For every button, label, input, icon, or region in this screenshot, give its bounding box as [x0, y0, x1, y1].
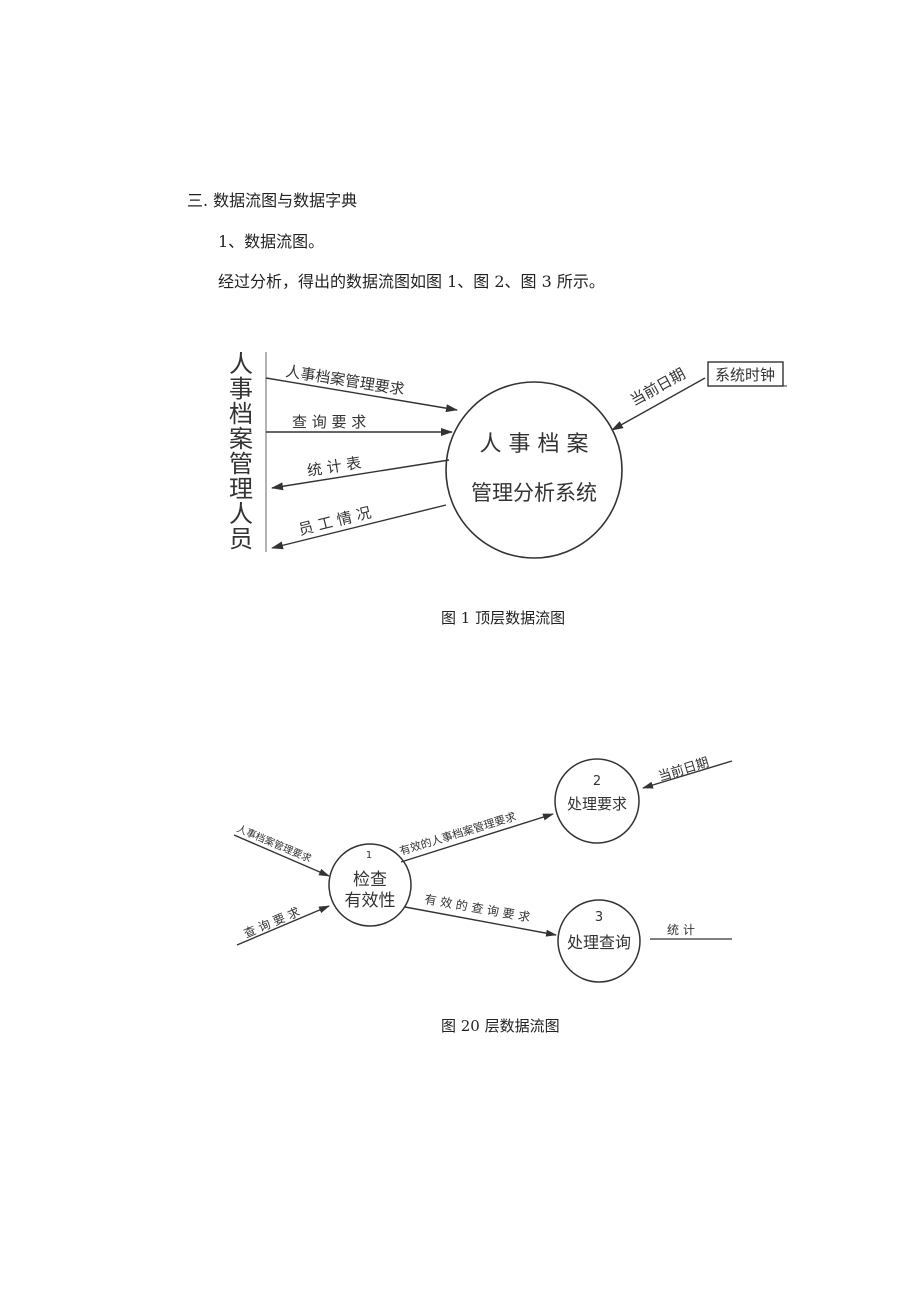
- entity-char: 事: [229, 375, 253, 403]
- flow-valid-query-arrow: [404, 906, 557, 937]
- figure-1-caption: 图 1 顶层数据流图: [441, 609, 566, 627]
- flow-request-label: 人事档案管理要求: [284, 362, 405, 399]
- entity-char: 管: [229, 450, 253, 478]
- entity-char: 案: [229, 425, 253, 453]
- process-1-label-line1: 检查: [353, 870, 387, 890]
- process-2-handle-request: [554, 758, 640, 844]
- flow-date-arrow-2: [642, 760, 733, 789]
- entity-char: 人: [229, 500, 253, 528]
- figure-2-diagram: 人事档案管理要求 查 询 要 求 1 检查 有效性 有效的人事档案管理要求 2 …: [233, 754, 733, 983]
- flow-date-label-2: 当前日期: [656, 754, 710, 785]
- process-1-check-validity: [328, 843, 412, 927]
- flow-date-label: 当前日期: [627, 365, 688, 410]
- entity-char: 理: [229, 475, 253, 503]
- process-3-number: 3: [595, 910, 603, 925]
- figure-2-caption: 图 20 层数据流图: [441, 1017, 560, 1035]
- intro-paragraph: 经过分析，得出的数据流图如图 1、图 2、图 3 所示。: [218, 272, 605, 291]
- section-heading: 三. 数据流图与数据字典: [187, 191, 358, 210]
- flow-in-request-label: 人事档案管理要求: [235, 822, 314, 865]
- process-1-label-line2: 有效性: [345, 891, 396, 911]
- entity-char: 员: [229, 525, 253, 553]
- process-2-number: 2: [593, 774, 601, 789]
- flow-in-query-label: 查 询 要 求: [242, 905, 302, 941]
- flow-stats-label-2: 统 计: [667, 923, 695, 937]
- entity-char: 档: [229, 400, 253, 428]
- clock-label: 系统时钟: [715, 366, 775, 384]
- figure-1-diagram: 人 事 档 案 管 理 人 员 人事档案管理要求 查 询 要 求 统 计 表 员…: [229, 350, 787, 559]
- flow-stats-label: 统 计 表: [306, 454, 363, 480]
- subheading: 1、数据流图。: [218, 232, 325, 251]
- flow-stats-arrow: [271, 459, 450, 491]
- flow-valid-request-arrow: [400, 813, 554, 863]
- flow-in-query-arrow: [236, 905, 330, 946]
- process-3-label: 处理查询: [567, 933, 631, 952]
- flow-staff-arrow: [271, 504, 447, 550]
- process-label-line1: 人 事 档 案: [480, 432, 589, 457]
- process-personnel-system: [445, 381, 623, 559]
- flow-date-arrow: [611, 377, 706, 431]
- flow-query-label: 查 询 要 求: [292, 413, 366, 431]
- entity-char: 人: [229, 350, 253, 378]
- process-label-line2: 管理分析系统: [471, 481, 597, 505]
- entity-personnel-manager: 人 事 档 案 管 理 人 员: [229, 350, 253, 553]
- process-2-label: 处理要求: [567, 795, 627, 813]
- flow-in-request-arrow: [233, 834, 330, 877]
- flow-staff-label: 员 工 情 况: [297, 503, 373, 538]
- flow-valid-request-label: 有效的人事档案管理要求: [398, 809, 518, 858]
- flow-request-arrow: [265, 377, 458, 413]
- flow-valid-query-label: 有 效 的 查 询 要 求: [423, 891, 531, 924]
- process-1-number: 1: [366, 850, 372, 861]
- process-3-handle-query: [557, 899, 641, 983]
